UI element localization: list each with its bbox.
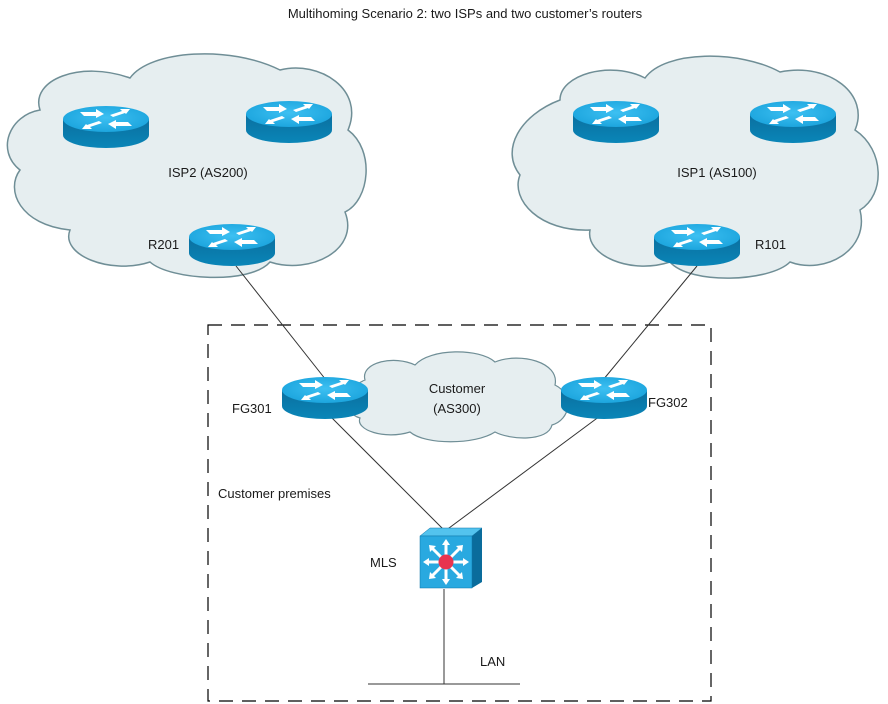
router-icon-r101[interactable]	[654, 224, 740, 266]
router-label-fg302: FG302	[648, 395, 688, 410]
mls-switch-icon[interactable]	[419, 527, 483, 589]
isp1-cloud-label: ISP1 (AS100)	[677, 165, 757, 180]
router-icon-isp1-left[interactable]	[573, 101, 659, 143]
link-r101-fg302	[602, 265, 698, 381]
router-label-fg301: FG301	[232, 401, 272, 416]
link-fg301-mls	[329, 415, 446, 532]
customer-cloud-label-line1: Customer	[429, 381, 486, 396]
lan-label: LAN	[480, 654, 505, 669]
router-icon-fg302[interactable]	[561, 377, 647, 419]
customer-cloud-label-line2: (AS300)	[433, 401, 481, 416]
customer-cloud	[346, 351, 569, 443]
router-icon-isp2-right[interactable]	[246, 101, 332, 143]
customer-premises-label: Customer premises	[218, 486, 331, 501]
router-icon-r201[interactable]	[189, 224, 275, 266]
customer-premises-boundary	[207, 324, 712, 702]
link-fg302-mls	[444, 415, 601, 532]
router-icon-fg301[interactable]	[282, 377, 368, 419]
link-r201-fg301	[235, 265, 327, 381]
diagram-title: Multihoming Scenario 2: two ISPs and two…	[288, 6, 643, 21]
links	[235, 265, 698, 685]
router-icon-isp2-left[interactable]	[63, 106, 149, 148]
mls-switch-label: MLS	[370, 555, 397, 570]
isp2-cloud-label: ISP2 (AS200)	[168, 165, 248, 180]
router-label-r201: R201	[148, 237, 179, 252]
router-icon-isp1-right[interactable]	[750, 101, 836, 143]
router-label-r101: R101	[755, 237, 786, 252]
